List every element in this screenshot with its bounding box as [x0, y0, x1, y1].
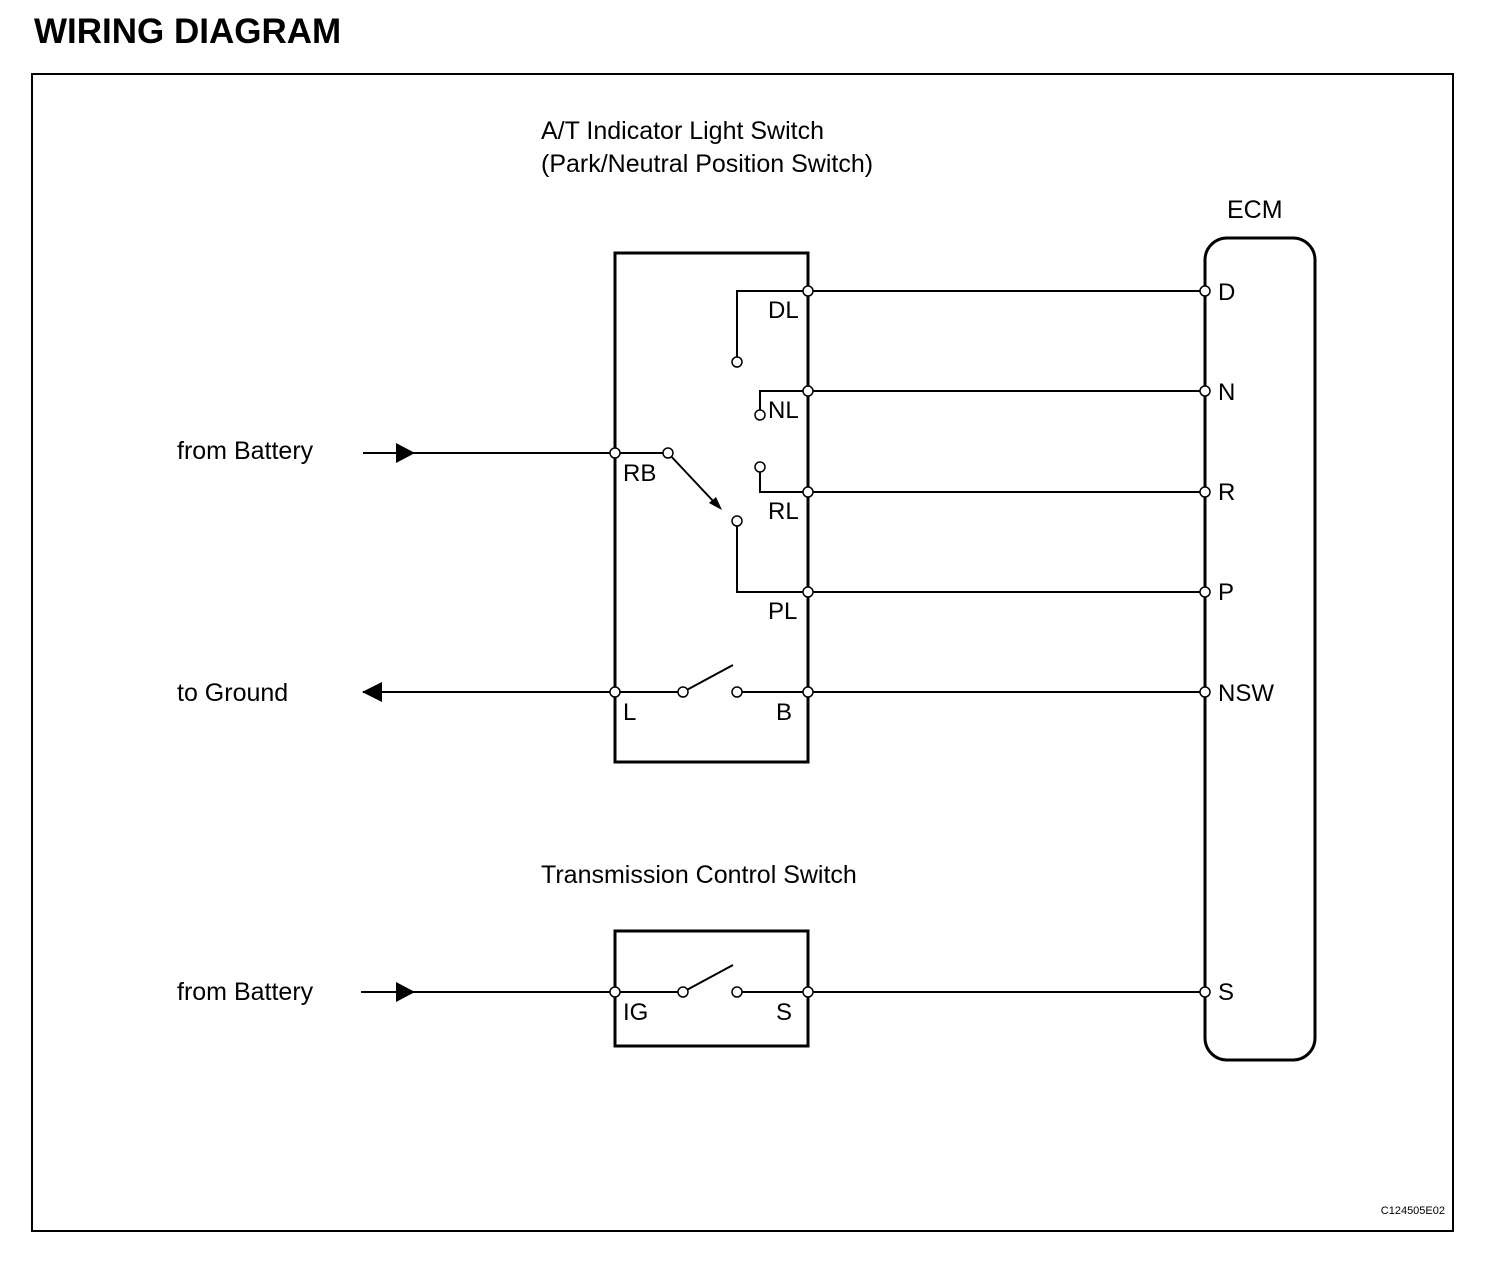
- terminal-nl: [802, 385, 814, 397]
- pin-label-rl: RL: [768, 498, 799, 525]
- transmission-control-switch: Transmission Control Switch IG S: [541, 861, 857, 1048]
- ecm-title: ECM: [1227, 196, 1283, 224]
- ecm-pin-label-nsw: NSW: [1218, 680, 1274, 707]
- ecm-pin-label-n: N: [1218, 379, 1235, 406]
- terminals: [609, 285, 1211, 998]
- ecm-pin-label-p: P: [1218, 579, 1234, 606]
- ecm-box: [1203, 236, 1317, 1062]
- nsw-switch-contact-right: [731, 686, 743, 698]
- transmission-switch-title: Transmission Control Switch: [541, 861, 857, 889]
- ecm: ECM D N R P NSW S: [1203, 196, 1317, 1062]
- pin-label-dl: DL: [768, 297, 799, 324]
- transmission-switch-box: [613, 929, 810, 1048]
- rl-contact: [754, 461, 766, 473]
- terminal-rb: [609, 447, 621, 459]
- arrow-in-icon: [396, 443, 415, 463]
- pl-contact: [731, 515, 743, 527]
- arrow-in-icon: [396, 982, 415, 1002]
- selector-arm: [667, 452, 715, 503]
- arrow-out-icon: [362, 682, 382, 702]
- ecm-terminal-r: [1199, 486, 1211, 498]
- terminal-ig: [609, 986, 621, 998]
- page-title: WIRING DIAGRAM: [34, 12, 342, 51]
- transmission-switch-contact-right: [731, 986, 743, 998]
- at-indicator-switch: A/T Indicator Light Switch (Park/Neutral…: [541, 117, 873, 764]
- terminal-pl: [802, 586, 814, 598]
- dl-contact: [731, 356, 743, 368]
- ecm-terminal-n: [1199, 385, 1211, 397]
- ecm-terminal-nsw: [1199, 686, 1211, 698]
- ecm-terminal-s: [1199, 986, 1211, 998]
- nsw-switch-blade: [682, 664, 734, 693]
- nsw-switch-contact-left: [677, 686, 689, 698]
- terminal-rl: [802, 486, 814, 498]
- pin-label-rb: RB: [623, 460, 656, 487]
- from-battery-label-top: from Battery: [177, 437, 314, 465]
- terminal-dl: [802, 285, 814, 297]
- dl-internal-wire: [736, 290, 808, 362]
- ecm-terminal-p: [1199, 586, 1211, 598]
- transmission-switch-blade: [682, 964, 734, 993]
- rl-internal-wire: [759, 467, 808, 493]
- pin-label-nl: NL: [768, 397, 799, 424]
- pin-label-pl: PL: [768, 598, 797, 625]
- ecm-terminal-d: [1199, 285, 1211, 297]
- at-switch-box: [613, 251, 810, 764]
- selector-pivot: [662, 447, 674, 459]
- selector-arrowhead-icon: [709, 497, 722, 510]
- nl-internal-wire: [759, 390, 808, 415]
- pin-label-s: S: [776, 999, 792, 1026]
- pin-label-b: B: [776, 699, 792, 726]
- ecm-pin-label-s: S: [1218, 979, 1234, 1006]
- pin-label-ig: IG: [623, 999, 648, 1026]
- to-ground-label: to Ground: [177, 679, 288, 707]
- ecm-pin-label-r: R: [1218, 479, 1235, 506]
- diagram-frame: [31, 73, 1454, 1232]
- nl-contact: [754, 409, 766, 421]
- at-switch-subtitle: (Park/Neutral Position Switch): [541, 150, 873, 178]
- terminal-s: [802, 986, 814, 998]
- pl-internal-wire: [736, 521, 808, 593]
- figure-code: C124505E02: [1381, 1205, 1445, 1217]
- from-battery-label-bottom: from Battery: [177, 978, 314, 1006]
- at-switch-title: A/T Indicator Light Switch: [541, 117, 824, 145]
- pin-label-l: L: [623, 699, 636, 726]
- terminal-l: [609, 686, 621, 698]
- transmission-switch-contact-left: [677, 986, 689, 998]
- ecm-pin-label-d: D: [1218, 279, 1235, 306]
- terminal-b: [802, 686, 814, 698]
